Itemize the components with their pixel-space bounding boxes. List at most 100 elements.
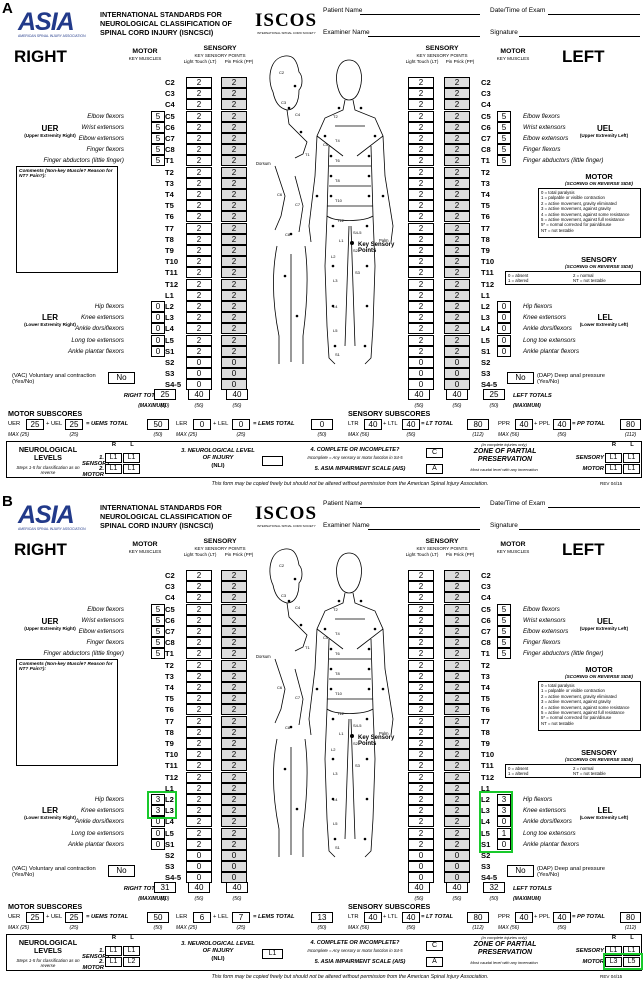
lems-total[interactable]: 13 — [311, 912, 333, 923]
left-pin-prick-cell[interactable]: 2 — [444, 144, 470, 156]
zpp-sensory-right[interactable]: L1 — [605, 453, 622, 463]
left-light-touch-cell[interactable]: 2 — [408, 200, 434, 212]
left-pin-prick-cell[interactable]: 2 — [444, 200, 470, 212]
right-pin-prick-cell[interactable]: 2 — [221, 581, 247, 593]
left-light-touch-cell[interactable]: 2 — [408, 155, 434, 167]
uer-subscore[interactable]: 25 — [26, 419, 44, 430]
right-pin-prick-cell[interactable]: 2 — [221, 749, 247, 761]
nli-value[interactable]: L1 — [262, 949, 283, 959]
ltl-subscore[interactable]: 40 — [402, 419, 420, 430]
right-motor-cell[interactable]: 0 — [151, 345, 165, 357]
right-light-touch-cell[interactable]: 2 — [186, 738, 212, 749]
left-pin-prick-cell[interactable]: 2 — [444, 177, 470, 189]
right-pin-prick-cell[interactable]: 2 — [221, 693, 247, 705]
right-motor-cell[interactable]: 0 — [151, 323, 165, 335]
left-light-touch-cell[interactable]: 2 — [408, 626, 434, 637]
right-lt-total[interactable]: 40 — [188, 389, 210, 400]
right-motor-cell[interactable]: 0 — [151, 312, 165, 324]
right-pin-prick-cell[interactable]: 2 — [221, 267, 247, 279]
right-pin-prick-cell[interactable]: 2 — [221, 760, 247, 772]
left-pin-prick-cell[interactable]: 2 — [444, 749, 470, 761]
right-pin-prick-cell[interactable]: 2 — [221, 659, 247, 671]
right-motor-cell[interactable]: 0 — [151, 827, 165, 839]
sensory-level-left[interactable]: L1 — [123, 453, 140, 463]
left-light-touch-cell[interactable]: 2 — [408, 749, 434, 761]
left-light-touch-cell[interactable]: 2 — [408, 166, 434, 178]
right-light-touch-cell[interactable]: 0 — [186, 368, 212, 380]
lems-total[interactable]: 0 — [311, 419, 333, 430]
ltl-subscore[interactable]: 40 — [402, 912, 420, 923]
right-pin-prick-cell[interactable]: 2 — [221, 334, 247, 346]
right-light-touch-cell[interactable]: 2 — [186, 626, 212, 637]
left-pin-prick-cell[interactable]: 2 — [444, 345, 470, 357]
right-light-touch-cell[interactable]: 2 — [186, 245, 212, 256]
right-pin-prick-cell[interactable]: 2 — [221, 637, 247, 649]
left-pin-prick-cell[interactable]: 2 — [444, 626, 470, 637]
right-pin-prick-cell[interactable]: 2 — [221, 738, 247, 749]
right-light-touch-cell[interactable]: 2 — [186, 704, 212, 716]
motor-level-left[interactable]: L1 — [123, 464, 140, 474]
right-light-touch-cell[interactable]: 2 — [186, 760, 212, 772]
left-light-touch-cell[interactable]: 2 — [408, 704, 434, 716]
right-light-touch-cell[interactable]: 2 — [186, 637, 212, 649]
sensory-level-right[interactable]: L1 — [105, 453, 122, 463]
zpp-sensory-left[interactable]: L1 — [623, 946, 640, 956]
right-light-touch-cell[interactable]: 2 — [186, 133, 212, 144]
right-pin-prick-cell[interactable]: 0 — [221, 357, 247, 368]
left-light-touch-cell[interactable]: 2 — [408, 816, 434, 828]
complete-value[interactable]: C — [426, 448, 443, 458]
left-pin-prick-cell[interactable]: 2 — [444, 570, 470, 581]
left-pin-prick-cell[interactable]: 2 — [444, 267, 470, 279]
left-pin-prick-cell[interactable]: 2 — [444, 581, 470, 593]
sensory-level-left[interactable]: L1 — [123, 946, 140, 956]
right-light-touch-cell[interactable]: 2 — [186, 603, 212, 615]
right-motor-total[interactable]: 31 — [154, 882, 176, 893]
motor-level-right[interactable]: L1 — [105, 957, 122, 967]
right-light-touch-cell[interactable]: 2 — [186, 726, 212, 738]
right-pp-total[interactable]: 40 — [226, 882, 248, 893]
examiner-name-field[interactable] — [368, 29, 480, 37]
patient-name-field[interactable] — [360, 7, 480, 15]
lt-total[interactable]: 80 — [467, 419, 489, 430]
right-pin-prick-cell[interactable]: 2 — [221, 278, 247, 290]
right-motor-cell[interactable]: 5 — [151, 603, 165, 615]
right-lt-total[interactable]: 40 — [188, 882, 210, 893]
left-light-touch-cell[interactable]: 2 — [408, 278, 434, 290]
right-pin-prick-cell[interactable]: 2 — [221, 726, 247, 738]
uems-total[interactable]: 50 — [147, 419, 169, 430]
right-light-touch-cell[interactable]: 2 — [186, 592, 212, 604]
right-motor-cell[interactable]: 5 — [151, 637, 165, 649]
right-light-touch-cell[interactable]: 2 — [186, 581, 212, 593]
right-light-touch-cell[interactable]: 2 — [186, 278, 212, 290]
right-light-touch-cell[interactable]: 2 — [186, 312, 212, 324]
left-light-touch-cell[interactable]: 2 — [408, 312, 434, 324]
left-pin-prick-cell[interactable]: 2 — [444, 245, 470, 256]
right-pin-prick-cell[interactable]: 2 — [221, 704, 247, 716]
left-pin-prick-cell[interactable]: 2 — [444, 659, 470, 671]
right-light-touch-cell[interactable]: 2 — [186, 670, 212, 682]
right-pin-prick-cell[interactable]: 2 — [221, 570, 247, 581]
left-pin-prick-cell[interactable]: 2 — [444, 827, 470, 839]
left-light-touch-cell[interactable]: 2 — [408, 581, 434, 593]
left-pin-prick-cell[interactable]: 2 — [444, 133, 470, 144]
right-light-touch-cell[interactable]: 2 — [186, 289, 212, 301]
left-motor-cell[interactable]: 5 — [497, 648, 511, 660]
left-light-touch-cell[interactable]: 2 — [408, 693, 434, 705]
left-pin-prick-cell[interactable]: 2 — [444, 189, 470, 200]
left-light-touch-cell[interactable]: 2 — [408, 88, 434, 100]
right-pin-prick-cell[interactable]: 2 — [221, 670, 247, 682]
left-light-touch-cell[interactable]: 2 — [408, 77, 434, 88]
left-lt-total[interactable]: 40 — [408, 882, 430, 893]
nli-value[interactable] — [262, 456, 283, 466]
left-pin-prick-cell[interactable]: 2 — [444, 301, 470, 312]
ppr-subscore[interactable]: 40 — [515, 912, 533, 923]
left-light-touch-cell[interactable]: 2 — [408, 682, 434, 693]
right-pin-prick-cell[interactable]: 2 — [221, 200, 247, 212]
right-pin-prick-cell[interactable]: 0 — [221, 368, 247, 380]
left-motor-cell[interactable]: 0 — [497, 345, 511, 357]
right-motor-cell[interactable]: 0 — [151, 301, 165, 312]
right-pin-prick-cell[interactable]: 2 — [221, 715, 247, 727]
right-pin-prick-cell[interactable]: 2 — [221, 345, 247, 357]
lel-subscore[interactable]: 0 — [232, 419, 250, 430]
left-pin-prick-cell[interactable]: 2 — [444, 771, 470, 783]
